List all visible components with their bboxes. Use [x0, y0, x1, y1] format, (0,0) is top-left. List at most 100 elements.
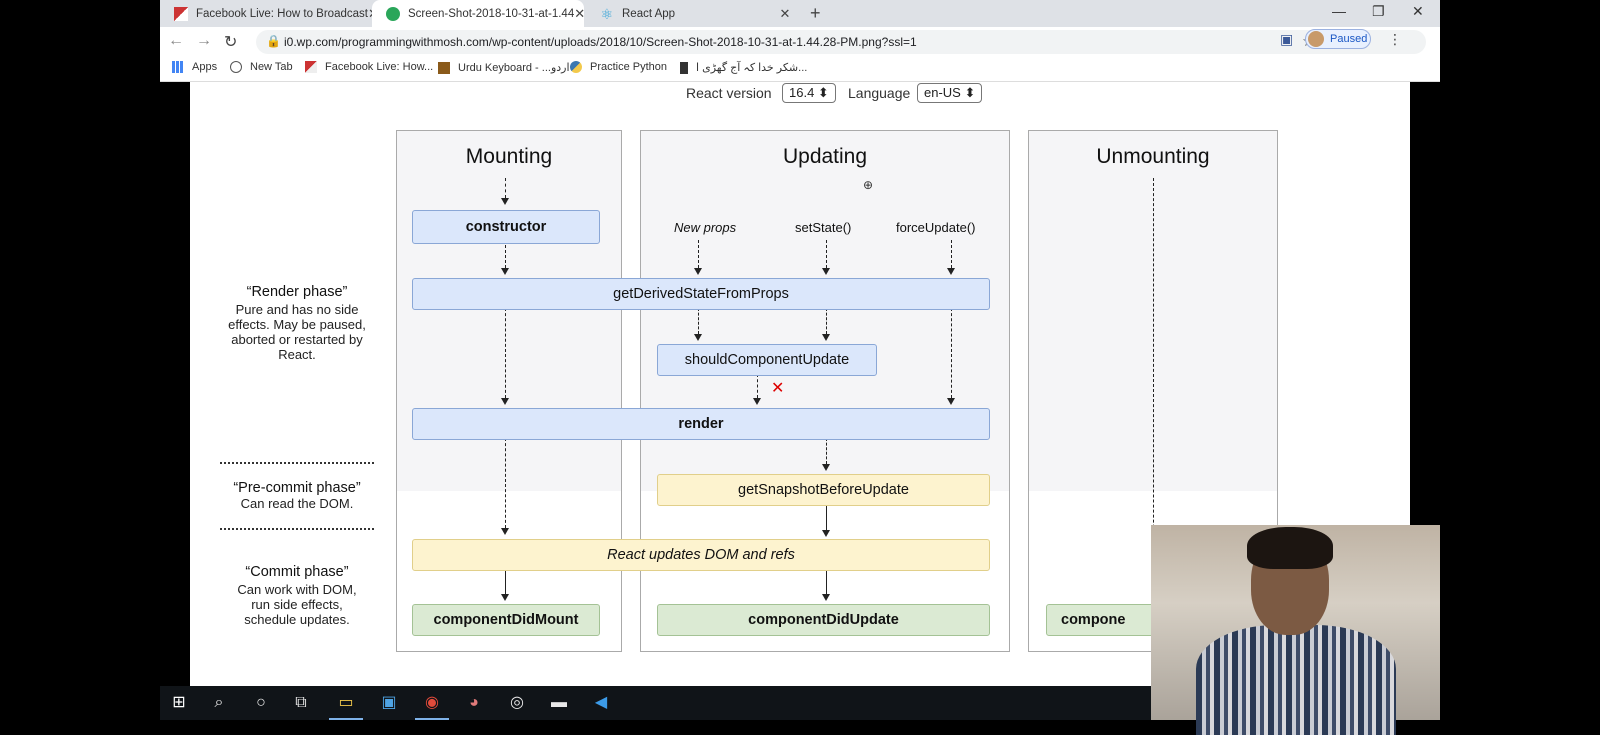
force-update-trigger: forceUpdate() [896, 220, 976, 235]
phase-separator [220, 462, 374, 464]
render-phase-description: Pure and has no side effects. May be pau… [228, 302, 366, 362]
bookmark-facebook-live[interactable]: Facebook Live: How... [305, 61, 433, 73]
bookmark-new-tab[interactable]: New Tab [230, 61, 293, 73]
back-icon[interactable]: ← [168, 32, 184, 49]
flow-line [826, 240, 827, 268]
arrow-head [501, 268, 509, 275]
obs-icon[interactable]: ◎ [510, 694, 524, 711]
avatar [1308, 31, 1324, 47]
reject-x-icon: ✕ [771, 380, 785, 397]
arrow-head [947, 268, 955, 275]
address-bar[interactable]: 🔒 i0.wp.com/programmingwithmosh.com/wp-c… [256, 30, 1426, 54]
new-props-trigger: New props [674, 220, 737, 235]
cast-icon[interactable]: ▣ [1280, 31, 1294, 47]
unmounting-title: Unmounting [1096, 145, 1210, 168]
tab-title: Facebook Live: How to Broadcast [196, 7, 368, 20]
language-label: Language [848, 85, 911, 101]
forward-icon[interactable]: → [196, 32, 212, 49]
screen: Facebook Live: How to Broadcast ✕ Screen… [160, 0, 1440, 720]
urdu-keyboard-icon [438, 61, 450, 74]
bookmark-urdu-page[interactable]: شکر خدا کہ آج گھڑی ا... [680, 61, 807, 74]
terminal-icon[interactable]: ▬ [551, 694, 567, 711]
bookmarks-bar: Apps New Tab Facebook Live: How... Urdu … [160, 57, 1440, 82]
python-icon [570, 61, 582, 73]
flow-line [505, 240, 506, 268]
react-icon: ⚛ [600, 5, 614, 22]
chrome-icon[interactable]: ◉ [415, 692, 449, 720]
windows-start-icon[interactable]: ⊞ [172, 694, 186, 711]
vscode-icon[interactable]: ◀ [594, 694, 608, 711]
lock-icon: 🔒 [266, 34, 281, 48]
constructor-box: constructor [412, 210, 600, 244]
zoom-cursor-icon: ⊕ [863, 178, 874, 192]
arrow-head [822, 268, 830, 275]
url-text[interactable]: i0.wp.com/programmingwithmosh.com/wp-con… [284, 35, 917, 49]
profile-status: Paused [1330, 33, 1368, 45]
letterbox-left [160, 82, 190, 686]
wordpress-icon [386, 6, 400, 21]
get-derived-state-box: getDerivedStateFromProps [412, 278, 990, 310]
page-content: React version 16.4 ⬍ Language en-US ⬍ Mo… [160, 82, 1440, 686]
flow-line [757, 374, 758, 398]
close-window-icon[interactable]: ✕ [1412, 3, 1424, 19]
component-did-mount-box: componentDidMount [412, 604, 600, 636]
flow-line [826, 568, 827, 594]
tab-title: React App [622, 7, 676, 20]
task-view-icon[interactable]: ⧉ [295, 694, 307, 711]
react-updates-dom-box: React updates DOM and refs [412, 539, 990, 571]
arrow-head [501, 594, 509, 601]
precommit-phase-description: Can read the DOM. [240, 496, 354, 511]
arrow-head [501, 528, 509, 535]
render-phase-title: “Render phase” [246, 284, 348, 300]
precommit-phase-title: “Pre-commit phase” [233, 480, 361, 496]
reload-icon[interactable]: ↻ [224, 34, 238, 51]
flow-line [505, 568, 506, 594]
commit-phase-description: Can work with DOM, run side effects, sch… [237, 582, 357, 627]
cortana-icon[interactable]: ○ [256, 694, 266, 711]
phase-separator [220, 528, 374, 530]
arrow-head [822, 334, 830, 341]
react-version-select[interactable]: 16.4 ⬍ [782, 83, 836, 103]
flow-line [951, 240, 952, 268]
search-icon[interactable]: ⌕ [214, 694, 224, 711]
restore-icon[interactable]: ❐ [1372, 3, 1385, 19]
remote-desktop-icon[interactable]: ▣ [381, 694, 397, 711]
tab-facebook-live[interactable]: Facebook Live: How to Broadcast ✕ [160, 0, 379, 27]
bookmark-icon [680, 61, 688, 74]
flow-line [505, 178, 506, 198]
commit-phase-title: “Commit phase” [245, 564, 349, 580]
close-icon[interactable]: ✕ [779, 5, 791, 21]
file-explorer-icon[interactable]: ▭ [329, 692, 363, 720]
tab-react-app[interactable]: ⚛ React App ✕ [586, 0, 800, 27]
minimize-icon[interactable]: — [1332, 3, 1346, 19]
presenter-hair [1247, 527, 1333, 569]
profile-button[interactable]: Paused [1305, 29, 1371, 49]
bookmark-apps[interactable]: Apps [172, 61, 217, 73]
mounting-panel: Mounting [396, 130, 622, 652]
apps-grid-icon [172, 61, 184, 73]
bookmark-practice-python[interactable]: Practice Python [570, 61, 667, 73]
flow-line [826, 504, 827, 530]
flow-line [826, 308, 827, 334]
flow-line [505, 308, 506, 398]
arrow-head [501, 198, 509, 205]
mounting-title: Mounting [465, 145, 553, 168]
flow-line [951, 308, 952, 398]
language-select[interactable]: en-US ⬍ [917, 83, 983, 103]
commit-phase-label: “Commit phase” Can work with DOM, run si… [212, 564, 382, 627]
bookmark-urdu-keyboard[interactable]: Urdu Keyboard - ...اردو [438, 61, 570, 74]
tab-screenshot[interactable]: Screen-Shot-2018-10-31-at-1.44 ✕ [372, 0, 586, 27]
facebook-video-icon [174, 6, 188, 21]
paint-icon[interactable]: ◕ [469, 694, 479, 711]
tab-title: Screen-Shot-2018-10-31-at-1.44 [408, 7, 575, 20]
menu-icon[interactable]: ⋮ [1388, 31, 1402, 47]
updating-title: Updating [782, 145, 868, 168]
flow-line [1153, 178, 1154, 598]
flow-line [826, 438, 827, 464]
globe-icon [230, 61, 242, 73]
webcam-overlay [1151, 525, 1440, 735]
component-did-update-box: componentDidUpdate [657, 604, 990, 636]
new-tab-button[interactable]: + [810, 3, 821, 23]
close-icon[interactable]: ✕ [574, 5, 586, 21]
tab-strip: Facebook Live: How to Broadcast ✕ Screen… [160, 0, 1440, 27]
